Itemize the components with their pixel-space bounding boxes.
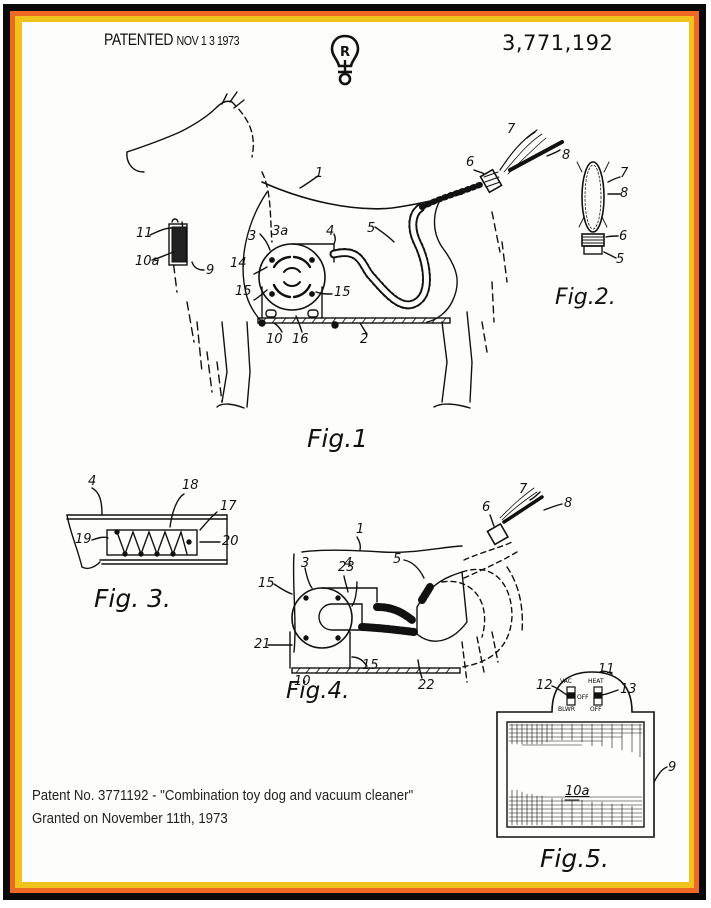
fig4-ref-23: 23: [338, 560, 355, 575]
fig4-ref-3: 3: [301, 556, 310, 571]
fig5-ref-12: 12: [536, 678, 553, 693]
fig4-ref-6: 6: [482, 500, 491, 515]
fig4-label: Fig.4.: [286, 678, 350, 704]
fig1-label: Fig.1: [307, 424, 369, 453]
lightbulb-logo-icon: R: [330, 34, 360, 94]
fig4-ref-8: 8: [564, 496, 573, 511]
fig1-dog-illustration: [126, 91, 564, 409]
ref-1: 1: [315, 166, 324, 181]
fig4-ref-15-right: 15: [362, 658, 379, 673]
patented-stamp: PATENTED NOV 1 3 1973: [104, 30, 240, 50]
fig2-ref-6: 6: [619, 229, 628, 244]
ref-3a: 3a: [272, 224, 289, 239]
fig4-ref-10: 10: [294, 674, 311, 689]
fig3-ref-18: 18: [182, 478, 199, 493]
patent-number: 3,771,192: [502, 31, 614, 55]
fig4-ref-22: 22: [418, 678, 435, 693]
ref-16: 16: [292, 332, 309, 347]
svg-text:R: R: [340, 45, 350, 60]
fig5-ref-13: 13: [620, 682, 637, 697]
fig4-ref-4: 4: [344, 556, 353, 571]
fig3-ref-19: 19: [75, 532, 92, 547]
caption-granted: Granted on November 11th, 1973: [32, 810, 228, 827]
fig3-ref-4: 4: [88, 474, 97, 489]
ref-4: 4: [326, 224, 335, 239]
fig2-ref-7: 7: [620, 166, 629, 181]
caption-title: Patent No. 3771192 - "Combination toy do…: [32, 787, 414, 804]
ref-6: 6: [466, 155, 475, 170]
fig5-switch-off-label: OFF: [577, 694, 589, 701]
ref-10: 10: [266, 332, 283, 347]
fig5-switch-blwr-label: BLWR: [558, 706, 576, 713]
fig5-switch-heat-off-label: OFF: [590, 706, 602, 713]
patented-label: PATENTED: [104, 30, 174, 49]
fig5-ref-11: 11: [598, 662, 615, 677]
fig2-tail-detail: [576, 161, 621, 259]
fig2-ref-8: 8: [620, 186, 629, 201]
ref-5: 5: [367, 221, 376, 236]
ref-9: 9: [206, 263, 215, 278]
ref-8: 8: [562, 148, 571, 163]
fig2-ref-5: 5: [616, 252, 625, 267]
patent-sheet: PATENTED NOV 1 3 1973 R 3,771,192: [22, 22, 689, 882]
fig4-ref-15-left: 15: [258, 576, 275, 591]
fig5-switch-vac-label: VAC: [560, 678, 572, 685]
fig3-ref-17: 17: [220, 499, 237, 514]
fig4-ref-21: 21: [254, 637, 271, 652]
patent-figures-drawing: [66, 91, 668, 838]
fig4-cutaway: [267, 487, 563, 683]
ref-11: 11: [136, 226, 153, 241]
patented-date: NOV 1 3 1973: [176, 33, 240, 48]
fig3-label: Fig. 3.: [94, 584, 171, 613]
fig3-ref-20: 20: [222, 534, 239, 549]
ref-14: 14: [230, 256, 247, 271]
fig4-ref-1: 1: [356, 522, 365, 537]
ref-3: 3: [248, 229, 257, 244]
fig4-ref-5: 5: [393, 552, 402, 567]
ref-2: 2: [360, 332, 369, 347]
fig2-label: Fig.2.: [555, 285, 616, 310]
ref-15-right: 15: [334, 285, 351, 300]
ref-10a: 10a: [135, 254, 160, 269]
fig5-control-panel: [496, 670, 668, 838]
fig5-label: Fig.5.: [540, 844, 609, 873]
fig5-switch-heat-label: HEAT: [588, 678, 604, 685]
fig4-ref-7: 7: [519, 482, 528, 497]
fig3-filter-detail: [66, 487, 228, 570]
fig5-ref-9: 9: [668, 760, 677, 775]
ref-15-left: 15: [235, 284, 252, 299]
fig5-ref-10a: 10a: [565, 784, 590, 799]
ref-7: 7: [507, 122, 516, 137]
